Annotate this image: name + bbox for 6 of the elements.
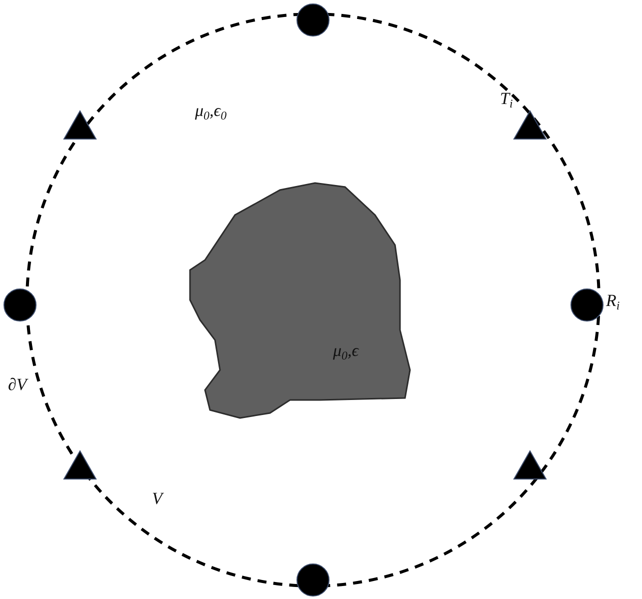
boundary-label: ∂V bbox=[8, 376, 27, 395]
region-label: μ$_{0}$,ϵ bbox=[333, 342, 359, 361]
antenna-label: T$_{i}$ bbox=[500, 90, 513, 109]
region-label: V bbox=[152, 490, 162, 509]
antenna-label: R$_{i}$ bbox=[606, 292, 620, 311]
region-label: μ$_{0}$,ϵ$_{0}$ bbox=[195, 102, 227, 121]
